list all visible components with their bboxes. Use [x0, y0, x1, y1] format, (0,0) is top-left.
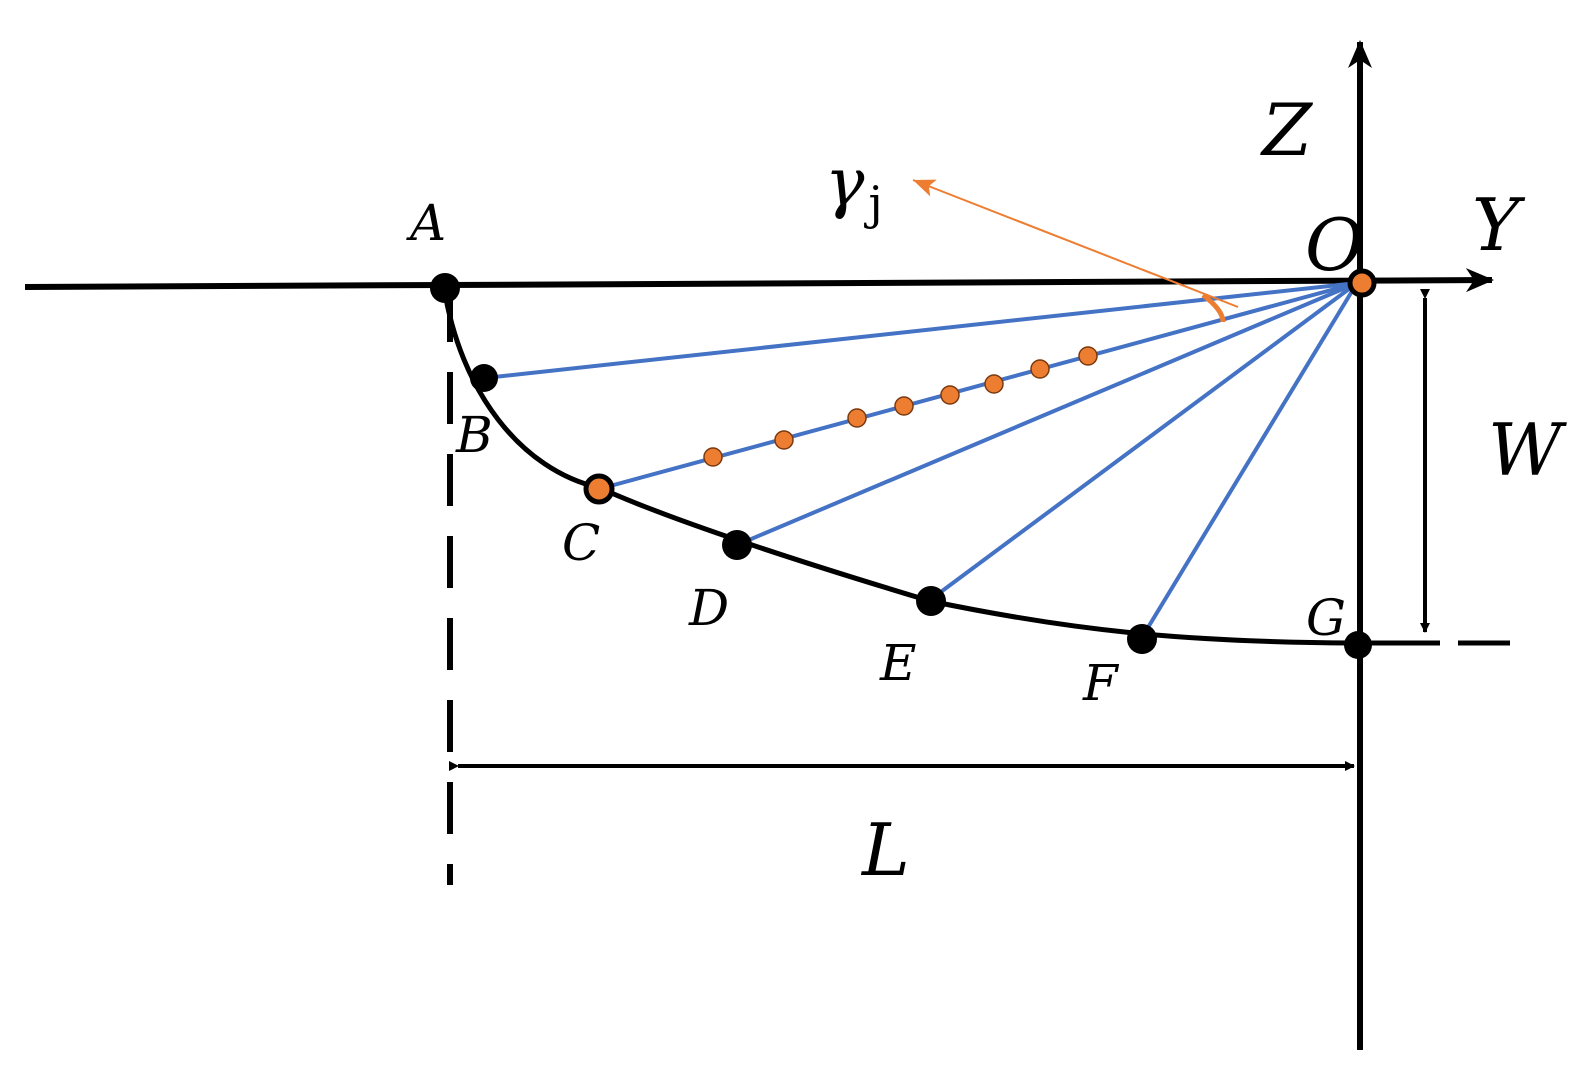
sample-point	[1078, 346, 1098, 366]
w-dimension-label: W	[1488, 408, 1567, 492]
point-f-label: F	[1082, 654, 1120, 712]
sample-point	[774, 430, 794, 450]
sample-points	[703, 346, 1098, 467]
sample-point	[984, 374, 1004, 394]
angle-label: γj	[825, 144, 883, 230]
ray-o-d	[736, 281, 1358, 547]
point-b-label: B	[455, 406, 493, 464]
sample-point	[703, 447, 723, 467]
ray-o-b	[484, 281, 1358, 380]
point-c-marker	[583, 473, 615, 505]
ray-o-c	[598, 281, 1358, 491]
angle-pointer-arrow	[912, 179, 1239, 308]
ray-o-e	[928, 281, 1359, 602]
origin-label: O	[1305, 203, 1364, 287]
point-e-marker	[916, 586, 946, 616]
point-f-marker	[1127, 624, 1157, 654]
point-g-marker	[1344, 631, 1372, 659]
point-e-label: E	[879, 634, 917, 692]
point-g-label: G	[1306, 589, 1346, 647]
sample-point	[940, 385, 960, 405]
rays	[484, 281, 1359, 641]
point-b-marker	[470, 364, 498, 392]
sample-point	[847, 408, 867, 428]
point-a-label: A	[406, 194, 446, 252]
point-d-marker	[722, 530, 752, 560]
l-dimension-label: L	[860, 808, 910, 892]
y-axis-line	[24, 268, 1494, 293]
z-axis-label: Z	[1260, 88, 1314, 172]
point-d-label: D	[688, 579, 729, 637]
sample-point	[1030, 359, 1050, 379]
ray-o-f	[1139, 281, 1359, 641]
y-axis-label: Y	[1472, 183, 1526, 267]
sample-point	[894, 396, 914, 416]
boundary-points	[430, 268, 1377, 659]
point-a-marker	[430, 273, 460, 303]
angle-symbol: γ	[825, 144, 865, 221]
angle-arc	[1201, 293, 1226, 323]
point-c-label: C	[562, 514, 600, 572]
angle-subscript: j	[863, 176, 882, 230]
point-o-marker	[1347, 268, 1377, 298]
